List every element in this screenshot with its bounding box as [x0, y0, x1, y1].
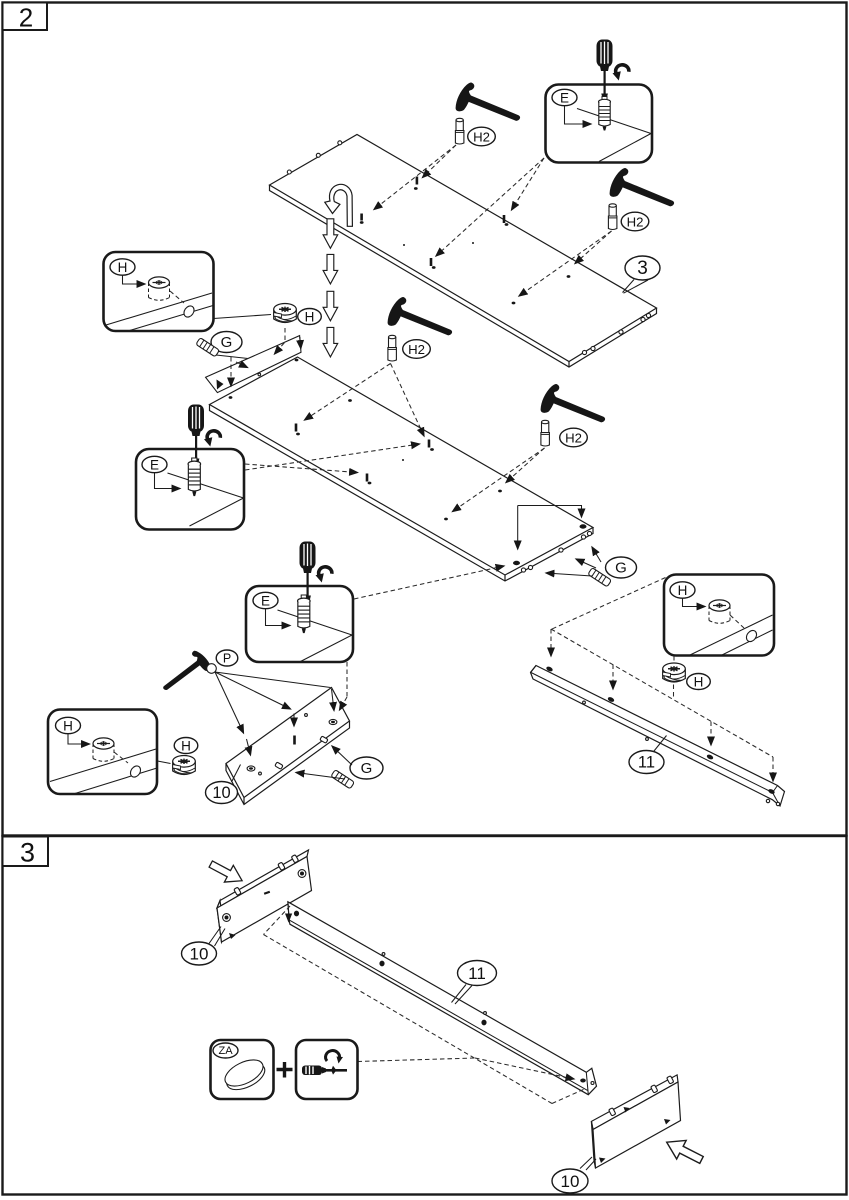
svg-text:H2: H2	[565, 431, 582, 446]
svg-text:E: E	[150, 458, 159, 473]
svg-text:10: 10	[190, 945, 209, 964]
svg-text:H2: H2	[408, 342, 425, 357]
svg-text:3: 3	[637, 258, 648, 279]
svg-text:11: 11	[468, 964, 486, 983]
svg-text:H2: H2	[473, 130, 490, 145]
svg-text:11: 11	[638, 754, 655, 772]
svg-text:E: E	[261, 594, 270, 609]
svg-text:H: H	[694, 675, 704, 690]
svg-text:P: P	[223, 652, 231, 666]
svg-text:H: H	[305, 310, 315, 325]
svg-text:H2: H2	[627, 215, 644, 230]
svg-text:G: G	[361, 760, 373, 777]
svg-text:H: H	[63, 719, 73, 734]
svg-text:10: 10	[212, 784, 230, 802]
svg-text:2: 2	[19, 3, 33, 33]
svg-text:3: 3	[20, 838, 35, 868]
svg-text:10: 10	[561, 1172, 580, 1191]
svg-text:ZA: ZA	[218, 1045, 233, 1057]
svg-text:H: H	[678, 583, 688, 598]
svg-text:H: H	[181, 739, 191, 754]
svg-text:H: H	[118, 260, 128, 275]
svg-text:G: G	[221, 334, 233, 351]
svg-text:E: E	[560, 91, 569, 106]
svg-text:G: G	[615, 560, 627, 577]
